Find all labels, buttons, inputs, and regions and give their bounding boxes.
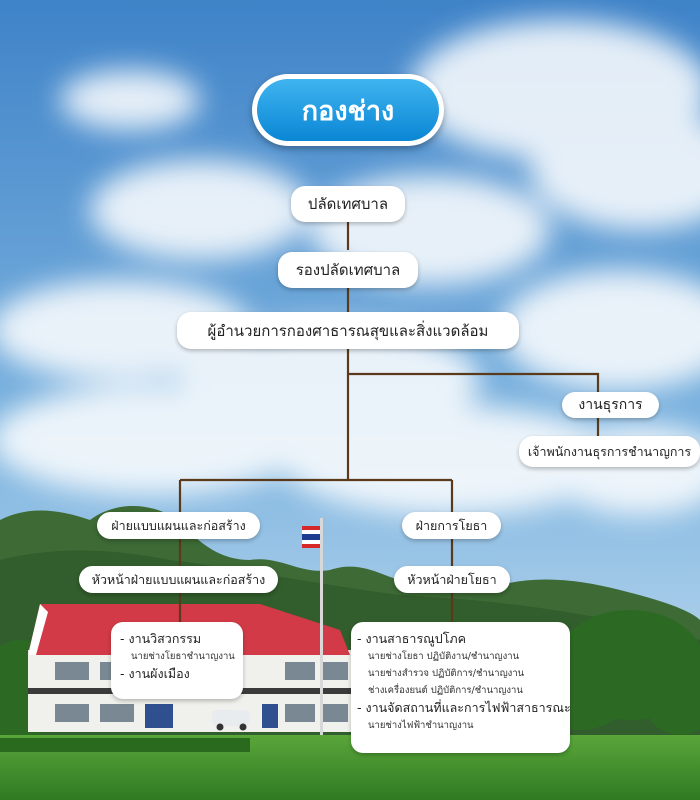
- node-director: ผู้อำนวยการกองศาธารณสุขและสิ่งแวดล้อม: [177, 312, 519, 349]
- connector-lines: [178, 222, 600, 622]
- list-item: - งานวิสวกรรม: [120, 631, 202, 646]
- flag: [302, 518, 323, 738]
- title-pill: กองช่าง: [252, 74, 444, 146]
- design-list: - งานวิสวกรรม นายช่างโยธาชำนาญงาน - งานผ…: [111, 622, 243, 699]
- list-sub-item: ช่างเครื่องยนต์ ปฏิบัติการ/ชำนาญงาน: [368, 685, 523, 696]
- works-list: - งานสาธารณูปโภค นายช่างโยธา ปฏิบัติงาน/…: [351, 622, 571, 753]
- node-palat: ปลัดเทศบาล: [291, 186, 405, 222]
- node-general-work: งานธุรการ: [562, 392, 659, 418]
- list-sub-item: นายช่างไฟฟ้าชำนาญงาน: [368, 720, 474, 731]
- node-design-division: ฝ่ายแบบแผนและก่อสร้าง: [97, 512, 260, 539]
- list-item: - งานสาธารณูปโภค: [357, 631, 467, 646]
- node-rong-palat: รองปลัดเทศบาล: [278, 252, 418, 288]
- node-general-officer: เจ้าพนักงานธุรการชำนาญการ: [519, 436, 700, 467]
- list-sub-item: นายช่างโยธาชำนาญงาน: [131, 651, 235, 662]
- node-works-head: หัวหน้าฝ่ายโยธา: [394, 566, 510, 593]
- hedge: [0, 738, 250, 752]
- node-works-division: ฝ่ายการโยธา: [402, 512, 501, 539]
- list-sub-item: นายช่างโยธา ปฏิบัติงาน/ชำนาญงาน: [368, 651, 520, 662]
- list-item: - งานผังเมือง: [120, 666, 190, 681]
- page-title: กองช่าง: [257, 79, 439, 141]
- list-sub-item: นายช่างสำรวจ ปฏิบัติการ/ชำนาญงาน: [368, 668, 525, 679]
- node-design-head: หัวหน้าฝ่ายแบบแผนและก่อสร้าง: [79, 566, 278, 593]
- list-item: - งานจัดสถานที่และการไฟฟ้าสาธารณะ: [357, 700, 571, 715]
- car: [212, 710, 250, 731]
